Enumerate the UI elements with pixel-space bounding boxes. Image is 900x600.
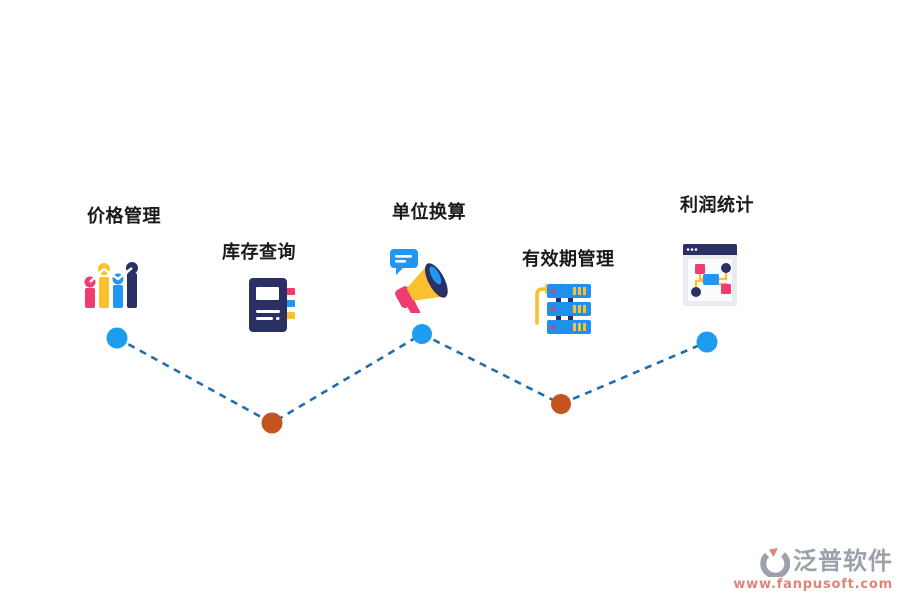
dashed-connector-line	[116, 332, 708, 425]
server-stack-icon	[527, 282, 593, 340]
fanpu-logo-icon	[760, 547, 790, 577]
timeline-node-3	[412, 324, 432, 344]
feature-label-unit-conversion: 单位换算	[392, 202, 466, 223]
feature-label-profit-statistics: 利润统计	[680, 195, 754, 216]
notebook-icon	[243, 276, 297, 338]
watermark-url: www.fanpusoft.com	[733, 577, 893, 592]
watermark-brand: 泛普软件	[793, 547, 893, 576]
feature-label-price-management: 价格管理	[87, 206, 161, 227]
timeline-node-2	[261, 412, 283, 434]
megaphone-icon	[388, 247, 456, 318]
timeline-node-1	[106, 327, 128, 349]
feature-label-validity-management: 有效期管理	[522, 249, 615, 270]
bar-chart-icon	[82, 262, 140, 314]
flowchart-window-icon	[682, 243, 738, 311]
timeline-node-5	[696, 331, 718, 353]
feature-label-inventory-query: 库存查询	[222, 242, 296, 263]
timeline-node-4	[551, 394, 571, 414]
watermark: 泛普软件 www.fanpusoft.com	[733, 547, 893, 592]
